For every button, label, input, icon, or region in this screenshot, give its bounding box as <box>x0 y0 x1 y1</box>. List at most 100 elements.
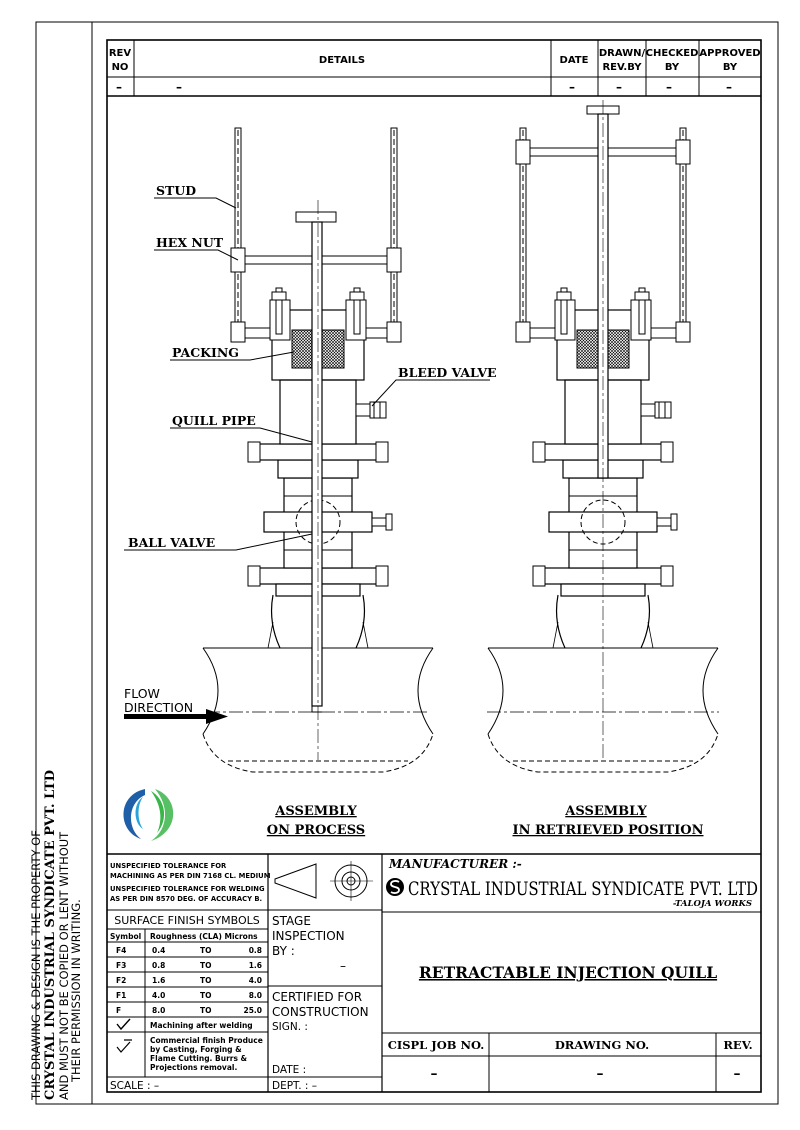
job-no-label: CISPL JOB NO. <box>388 1038 485 1052</box>
company-logo-icon <box>123 789 174 841</box>
rev-label: REV. <box>723 1038 752 1052</box>
left-view-subtitle: ON PROCESS <box>267 823 365 838</box>
company-s-icon <box>386 878 404 896</box>
assembly-retrieved <box>487 100 719 773</box>
stage-line1: STAGE <box>272 914 311 928</box>
sf-from-3: 1.6 <box>152 976 165 985</box>
right-view-subtitle: IN RETRIEVED POSITION <box>513 823 704 838</box>
manufacturer-name: CRYSTAL INDUSTRIAL SYNDICATE PVT. LTD <box>408 879 758 900</box>
sf-upto-3: 4.0 <box>249 976 262 985</box>
sf-from-1: 0.4 <box>152 946 165 955</box>
quill-pipe-label: QUILL PIPE <box>172 413 256 428</box>
left-view-title: ASSEMBLY <box>274 804 357 819</box>
bleed-valve-label: BLEED VALVE <box>398 365 497 380</box>
drawn-header: DRAWN/ <box>599 48 646 59</box>
rev-value: – <box>734 1066 741 1082</box>
certified-line1: CERTIFIED FOR <box>272 990 362 1004</box>
callout-labels: STUD HEX NUT PACKING BLEED VALVE QUILL P… <box>128 183 497 550</box>
sf-to-1: TO <box>200 946 212 955</box>
approved-value: – <box>726 80 732 94</box>
sf-upto-5: 25.0 <box>243 1006 262 1015</box>
sf-upto-1: 0.8 <box>249 946 262 955</box>
sf-to-2: TO <box>200 961 212 970</box>
flow-direction: FLOW DIRECTION <box>124 686 228 724</box>
side-note-line4: THEIR PERMISSION IN WRITING. <box>69 899 83 1083</box>
approved-header: APPROVED <box>699 48 760 59</box>
checked-header-2: BY <box>665 62 680 73</box>
stage-line3: BY : <box>272 944 295 958</box>
ball-valve-label: BALL VALVE <box>128 535 215 550</box>
drawing-title: RETRACTABLE INJECTION QUILL <box>419 963 717 982</box>
approved-header-2: BY <box>723 62 738 73</box>
revision-table: REV NO DETAILS DATE DRAWN/ REV.BY CHECKE… <box>107 40 761 97</box>
stage-value: – <box>340 959 346 973</box>
tolerance-line4: AS PER DIN 8570 DEG. OF ACCURACY B. <box>110 895 262 903</box>
sf-upto-4: 8.0 <box>249 991 262 1000</box>
sf-to-5: TO <box>200 1006 212 1015</box>
commercial-line1: Commercial finish Produce <box>150 1036 263 1045</box>
sf-from-4: 4.0 <box>152 991 165 1000</box>
sf-symbol-2: F3 <box>116 961 126 970</box>
date-header: DATE <box>560 55 589 66</box>
direction-label: DIRECTION <box>124 700 193 715</box>
packing-label: PACKING <box>172 345 239 360</box>
job-no-value: – <box>431 1066 438 1082</box>
rev-no-header: REV <box>109 48 132 59</box>
dept-label: DEPT. : – <box>272 1080 317 1092</box>
surface-finish-title: SURFACE FINISH SYMBOLS <box>114 914 260 927</box>
details-header: DETAILS <box>319 55 365 66</box>
roughness-col-header: Roughness (CLA) Microns <box>150 932 258 941</box>
sf-symbol-4: F1 <box>116 991 126 1000</box>
sf-upto-2: 1.6 <box>249 961 262 970</box>
tolerance-notes: UNSPECIFIED TOLERANCE FOR MACHINING AS P… <box>110 862 271 903</box>
details-value: – <box>176 80 182 94</box>
side-note-line1: THIS DRAWING & DESIGN IS THE PROPERTY OF <box>29 830 43 1101</box>
commercial-finish-icon <box>116 1039 132 1053</box>
rev-no-value: – <box>116 80 122 94</box>
sf-symbol-5: F <box>116 1006 121 1015</box>
drawing-no-label: DRAWING NO. <box>555 1038 649 1052</box>
certified-line2: CONSTRUCTION <box>272 1005 369 1019</box>
sf-from-5: 8.0 <box>152 1006 165 1015</box>
hex-nut-label: HEX NUT <box>156 235 224 250</box>
sf-to-3: TO <box>200 976 212 985</box>
sf-symbol-3: F2 <box>116 976 126 985</box>
date-value: – <box>569 80 575 94</box>
checked-value: – <box>666 80 672 94</box>
scale-label: SCALE : – <box>110 1080 159 1092</box>
tolerance-line3: UNSPECIFIED TOLERANCE FOR WELDING <box>110 885 265 893</box>
projection-symbol-icon <box>274 861 373 901</box>
tolerance-line1: UNSPECIFIED TOLERANCE FOR <box>110 862 227 870</box>
stage-inspection: STAGE INSPECTION BY : – CERTIFIED FOR CO… <box>272 914 369 1092</box>
sf-from-2: 0.8 <box>152 961 165 970</box>
commercial-line3: Flame Cutting. Burrs & <box>150 1054 248 1063</box>
side-note-line3: AND MUST NOT BE COPIED OR LENT WITHOUT <box>57 831 71 1100</box>
right-view-title: ASSEMBLY <box>564 804 647 819</box>
manufacturer-block: MANUFACTURER :- CRYSTAL INDUSTRIAL SYNDI… <box>386 857 758 909</box>
side-note: THIS DRAWING & DESIGN IS THE PROPERTY OF… <box>29 770 83 1101</box>
view-titles: ASSEMBLY ON PROCESS ASSEMBLY IN RETRIEVE… <box>267 804 704 838</box>
drawn-value: – <box>616 80 622 94</box>
sf-to-4: TO <box>200 991 212 1000</box>
manufacturer-label: MANUFACTURER :- <box>388 857 522 871</box>
checked-header: CHECKED <box>646 48 699 59</box>
sign-label: SIGN. : <box>272 1021 308 1033</box>
rev-no-header-2: NO <box>112 62 129 73</box>
date-label: DATE : <box>272 1064 306 1076</box>
drawing-number-strip: CISPL JOB NO. DRAWING NO. REV. – – – <box>388 1038 753 1082</box>
tolerance-line2: MACHINING AS PER DIN 7168 CL. MEDIUM <box>110 872 271 880</box>
commercial-line4: Projections removal. <box>150 1063 237 1072</box>
callouts <box>124 197 490 551</box>
title-block <box>107 853 761 1092</box>
drawn-header-2: REV.BY <box>602 62 642 73</box>
side-note-line2: CRYSTAL INDUSTRIAL SYNDICATE PVT. LTD <box>43 770 58 1100</box>
manufacturer-works: -TALOJA WORKS <box>673 899 752 909</box>
sf-symbol-1: F4 <box>116 946 126 955</box>
stage-line2: INSPECTION <box>272 929 345 943</box>
symbol-col-header: Symbol <box>110 932 141 941</box>
stud-label: STUD <box>156 183 196 198</box>
machining-note: Machining after welding <box>150 1021 253 1030</box>
drawing-no-value: – <box>597 1066 604 1082</box>
surface-finish-table: SURFACE FINISH SYMBOLS Symbol Roughness … <box>110 914 263 1092</box>
